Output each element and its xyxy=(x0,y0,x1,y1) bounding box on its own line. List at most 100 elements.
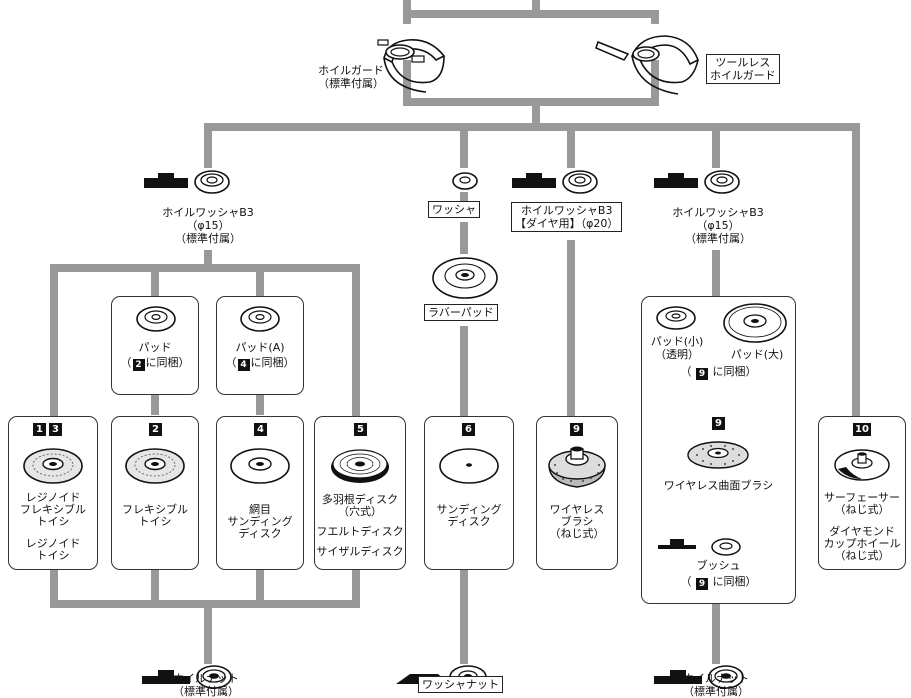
pad-small-clear: （透明） xyxy=(655,348,699,361)
toolless-wheel-guard-label: ツールレス ホイルガード xyxy=(706,54,780,84)
right-washer-size: （φ15） xyxy=(696,219,740,232)
pad-small-icon xyxy=(656,306,696,330)
p6-line1: サンディング xyxy=(436,503,502,516)
right-washer-name: ホイルワッシャB3 xyxy=(672,206,764,219)
pad-9-badge: 9 xyxy=(696,368,708,380)
pad-a-bundled-text: に同梱） xyxy=(250,356,295,369)
badge-9: 9 xyxy=(570,423,583,436)
badge-4: 4 xyxy=(254,423,267,436)
wheel-nut-left-icon xyxy=(142,665,232,689)
nut-right-standard: （標準付属） xyxy=(683,685,749,698)
pad-a-name: パッド(A) xyxy=(235,341,285,354)
washer-icon xyxy=(452,172,478,190)
panel-10: 10 サーフェーサー （ねじ式） ダイヤモンド カップホイール （ねじ式） xyxy=(818,416,906,570)
pad-large-icon xyxy=(723,303,787,343)
pad-a-icon xyxy=(240,306,280,332)
badge-1: 1 xyxy=(33,423,46,436)
washer-label: ワッシャ xyxy=(428,201,480,218)
p10-line1: サーフェーサー xyxy=(823,491,901,504)
panel-9: 9 ワイヤレス ブラシ （ねじ式） xyxy=(536,416,618,570)
wheel-washer-right-icon xyxy=(654,170,740,194)
p4-line2: サンディング xyxy=(227,515,293,528)
panel-9-curved-brush: パッド(小) （透明） パッド(大) （ 9 に同梱） 9 ワイヤレス曲面ブラシ… xyxy=(641,296,796,604)
panel-5: 5 多羽根ディスク （穴式） フエルトディスク サイザルディスク xyxy=(314,416,406,570)
panel-2: 2 フレキシブル トイシ xyxy=(111,416,199,570)
left-washer-size: （φ15） xyxy=(186,219,230,232)
diamond-washer-name: ホイルワッシャB3 xyxy=(520,204,613,217)
wheel-washer-right-label: ホイルワッシャB3 （φ15） （標準付属） xyxy=(658,206,778,245)
bush-bundled-text: に同梱） xyxy=(712,575,757,588)
wheel-guard-standard: （標準付属） xyxy=(318,77,384,90)
p6-line2: ディスク xyxy=(447,515,491,528)
washer-nut-label: ワッシャナット xyxy=(418,676,503,693)
nut-right-name: ホイルナット xyxy=(683,672,749,685)
wheel-guard-icon xyxy=(377,39,446,93)
nut-left-name: ホイルナット xyxy=(173,672,239,685)
panel-4: 4 網目 サンディング ディスク xyxy=(216,416,304,570)
pad-bundled-text: に同梱） xyxy=(145,356,190,369)
badge-6: 6 xyxy=(462,423,475,436)
nut-left-standard: （標準付属） xyxy=(173,685,239,698)
pad-large-name: パッド(大) xyxy=(730,348,784,361)
wheel-nut-right-icon xyxy=(654,665,744,689)
p5-line4: サイザルディスク xyxy=(316,545,404,558)
pad-a-paren: （ xyxy=(225,356,237,369)
left-washer-name: ホイルワッシャB3 xyxy=(162,206,254,219)
diamond-washer-size: 【ダイヤ用】（φ20） xyxy=(515,217,619,230)
pad9-bundled-text: に同梱） xyxy=(712,365,757,378)
p10-line3: ダイヤモンド xyxy=(829,525,895,538)
pad-paren: （ xyxy=(120,356,132,369)
bush-9-badge: 9 xyxy=(696,578,708,590)
panel-6: 6 サンディング ディスク xyxy=(424,416,514,570)
toolless-guard-line2: ホイルガード xyxy=(710,69,776,82)
curved-brush-name: ワイヤレス曲面ブラシ xyxy=(663,479,774,492)
p1-line1: レジノイド xyxy=(25,491,81,504)
wheel-nut-left-label: ホイルナット （標準付属） xyxy=(150,672,262,698)
wheel-guard-label: ホイルガード （標準付属） xyxy=(306,64,396,90)
bush-icon xyxy=(658,538,741,556)
badge-10: 10 xyxy=(853,423,871,436)
flexible-wheel-icon xyxy=(125,448,185,484)
flap-disc-icon xyxy=(331,449,389,483)
p9-line3: （ねじ式） xyxy=(549,527,605,540)
p2-line2: トイシ xyxy=(138,515,172,528)
surfacer-icon xyxy=(834,449,890,481)
pad-bundled-with-9: （ 9 に同梱） xyxy=(642,365,795,380)
toolless-wheel-guard-icon xyxy=(595,35,699,95)
p4-line3: ディスク xyxy=(238,527,282,540)
badge-2: 2 xyxy=(149,423,162,436)
mesh-disc-icon xyxy=(230,448,290,484)
p10-line4: カップホイール xyxy=(823,537,901,550)
p4-line1: 網目 xyxy=(249,503,271,516)
pad-small-name: パッド(小) xyxy=(650,335,704,348)
rubber-pad-label: ラバーパッド xyxy=(424,304,498,321)
wheel-washer-diamond-label: ホイルワッシャB3 【ダイヤ用】（φ20） xyxy=(511,202,623,232)
panel-1-3: 1 3 レジノイド フレキシブル トイシ レジノイド トイシ xyxy=(8,416,98,570)
wheel-washer-left-label: ホイルワッシャB3 （φ15） （標準付属） xyxy=(148,206,268,245)
p5-line3: フエルトディスク xyxy=(316,525,404,538)
pad9-paren: （ xyxy=(680,365,692,378)
pad-icon xyxy=(136,306,176,332)
curved-brush-badge: 9 xyxy=(712,417,725,430)
wheel-guard-name: ホイルガード xyxy=(318,64,384,77)
p2-line1: フレキシブル xyxy=(122,503,188,516)
p10-line5: （ねじ式） xyxy=(834,549,890,562)
p10-line2: （ねじ式） xyxy=(834,503,890,516)
rubber-pad-icon xyxy=(432,257,498,299)
p1-line2: フレキシブル xyxy=(20,503,86,516)
p9-line2: ブラシ xyxy=(560,515,594,528)
sanding-disc-icon xyxy=(439,448,499,484)
p5-line1: 多羽根ディスク xyxy=(321,493,399,506)
bush-bundled-note: （ 9 に同梱） xyxy=(642,575,795,590)
badge-5: 5 xyxy=(354,423,367,436)
wire-brush-icon xyxy=(548,446,606,488)
p1-line3: トイシ xyxy=(36,515,70,528)
pad-a-bundled-badge: 4 xyxy=(237,359,250,371)
p9-line1: ワイヤレス xyxy=(549,503,605,516)
